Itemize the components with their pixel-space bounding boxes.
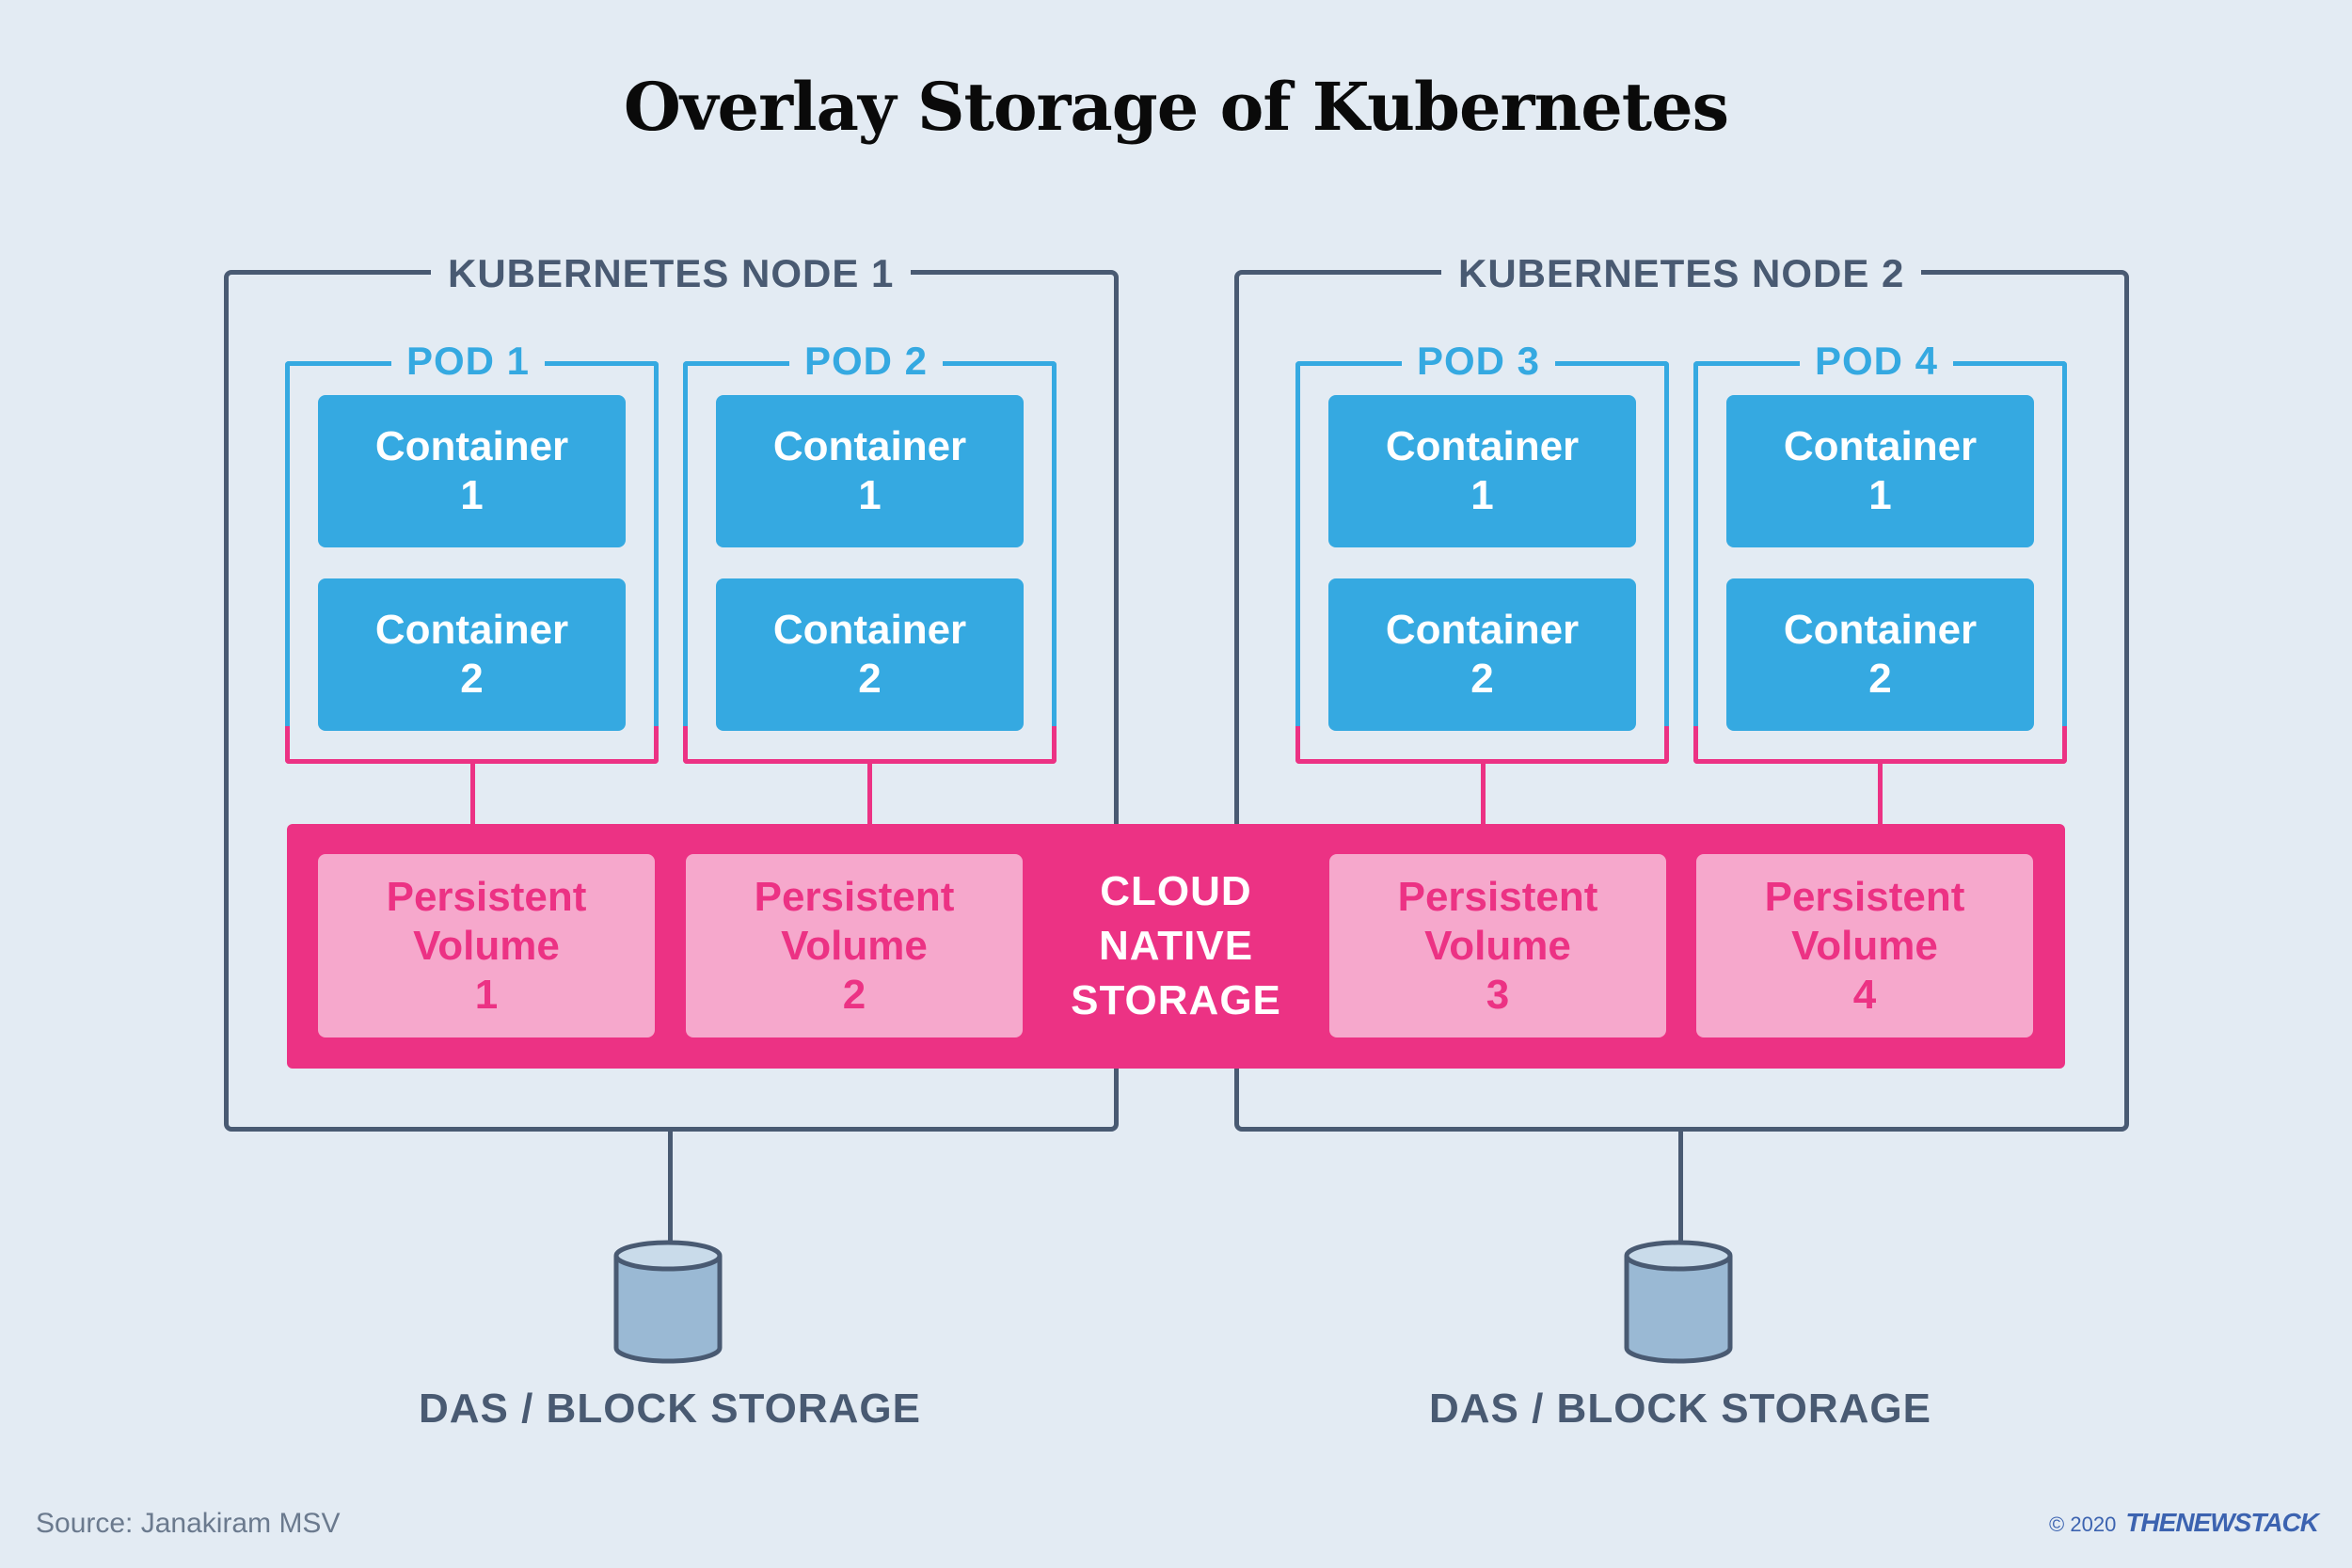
pv-label: Persistent — [386, 873, 587, 920]
pod-3-container-1: Container 1 — [1328, 395, 1636, 547]
copyright-text: © 2020 — [2049, 1513, 2117, 1536]
pod-3-label: POD 3 — [1402, 338, 1556, 385]
pod-2-bottom-bracket — [683, 726, 1057, 764]
pod-4-container-2: Container 2 — [1726, 578, 2034, 731]
container-number: 1 — [1470, 472, 1494, 518]
database-cylinder-icon — [1624, 1240, 1733, 1364]
node-2-label: KUBERNETES NODE 2 — [1441, 250, 1922, 297]
persistent-volume-1: Persistent Volume 1 — [318, 854, 655, 1037]
pv-label: Persistent — [1764, 873, 1965, 920]
pod-2-container-1: Container 1 — [716, 395, 1024, 547]
database-cylinder-icon — [613, 1240, 723, 1364]
container-number: 1 — [858, 472, 882, 518]
pv-number: 1 — [474, 971, 499, 1018]
pod-4-container-1: Container 1 — [1726, 395, 2034, 547]
cns-line: STORAGE — [1071, 976, 1281, 1023]
pv-label: Volume — [413, 922, 560, 969]
container-name: Container — [374, 423, 569, 469]
pv-label: Volume — [1791, 922, 1938, 969]
pod-1-container-1: Container 1 — [318, 395, 626, 547]
container-number: 1 — [460, 472, 484, 518]
pod-3-connector — [1481, 764, 1486, 824]
persistent-volume-4: Persistent Volume 4 — [1696, 854, 2033, 1037]
node-2-storage-connector — [1678, 1132, 1683, 1243]
cloud-native-storage-label: CLOUD NATIVE STORAGE — [1035, 854, 1317, 1037]
container-number: 2 — [460, 656, 484, 702]
source-credit: Source: Janakiram MSV — [36, 1508, 341, 1539]
pv-number: 2 — [842, 971, 866, 1018]
brand-logo: THENEWSTACK — [2125, 1508, 2319, 1537]
pod-1-bottom-bracket — [285, 726, 659, 764]
pod-4-connector — [1878, 764, 1883, 824]
node-1-das-label: DAS / BLOCK STORAGE — [418, 1386, 921, 1432]
page-title: Overlay Storage of Kubernetes — [623, 68, 1729, 146]
container-name: Container — [1385, 423, 1580, 469]
container-name: Container — [1783, 607, 1978, 653]
pv-number: 3 — [1486, 971, 1510, 1018]
pod-4-label: POD 4 — [1800, 338, 1954, 385]
pod-2-label: POD 2 — [789, 338, 944, 385]
pod-3-container-2: Container 2 — [1328, 578, 1636, 731]
container-number: 2 — [1868, 656, 1892, 702]
pv-label: Volume — [781, 922, 928, 969]
pv-label: Persistent — [754, 873, 955, 920]
copyright-block: © 2020 THENEWSTACK — [2049, 1508, 2319, 1538]
container-name: Container — [772, 423, 967, 469]
pv-number: 4 — [1852, 971, 1877, 1018]
container-name: Container — [1783, 423, 1978, 469]
container-number: 2 — [858, 656, 882, 702]
cns-line: CLOUD — [1100, 867, 1252, 914]
cns-line: NATIVE — [1098, 922, 1254, 969]
container-name: Container — [1385, 607, 1580, 653]
pod-1-container-2: Container 2 — [318, 578, 626, 731]
persistent-volume-3: Persistent Volume 3 — [1329, 854, 1666, 1037]
node-1-label: KUBERNETES NODE 1 — [431, 250, 912, 297]
container-number: 2 — [1470, 656, 1494, 702]
container-number: 1 — [1868, 472, 1892, 518]
pv-label: Volume — [1424, 922, 1571, 969]
node-1-storage-connector — [668, 1132, 673, 1243]
container-name: Container — [772, 607, 967, 653]
pod-2-container-2: Container 2 — [716, 578, 1024, 731]
persistent-volume-2: Persistent Volume 2 — [686, 854, 1023, 1037]
pod-3-bottom-bracket — [1295, 726, 1669, 764]
pv-label: Persistent — [1397, 873, 1598, 920]
node-2-das-label: DAS / BLOCK STORAGE — [1428, 1386, 1931, 1432]
container-name: Container — [374, 607, 569, 653]
pod-2-connector — [867, 764, 872, 824]
pod-4-bottom-bracket — [1693, 726, 2067, 764]
pod-1-connector — [470, 764, 475, 824]
pod-1-label: POD 1 — [391, 338, 546, 385]
